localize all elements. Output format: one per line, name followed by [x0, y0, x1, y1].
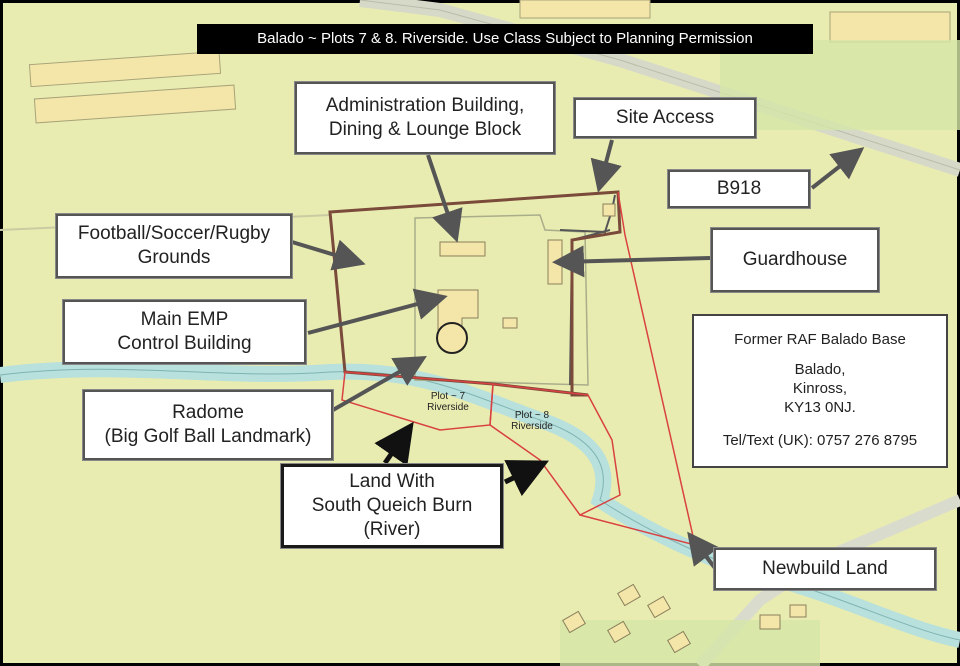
map-title: Balado ~ Plots 7 & 8. Riverside. Use Cla…: [197, 24, 813, 54]
newbuild-land-label: Newbuild Land: [714, 548, 936, 590]
site-name: Former RAF Balado Base: [734, 331, 906, 348]
river-land-label: Land With South Queich Burn (River): [281, 464, 503, 548]
site-address: Balado, Kinross, KY13 0NJ.: [784, 361, 856, 416]
emp-building-shape: [437, 289, 479, 331]
guardhouse-shape: [547, 239, 563, 285]
river-arrow-2: [503, 460, 549, 497]
admin-arrow: [426, 154, 463, 243]
plot8-label: Plot ~ 8 Riverside: [511, 410, 553, 432]
emp-arrow: [307, 288, 448, 335]
site-access-arrow: [590, 139, 622, 193]
guardhouse-arrow: [552, 245, 711, 278]
plot7-boundary: [341, 371, 494, 431]
football-grounds-label: Football/Soccer/Rugby Grounds: [56, 214, 292, 278]
football-arrow: [291, 239, 366, 271]
radome-circle: [436, 322, 468, 354]
admin-building-shape: [439, 241, 486, 257]
site-telephone: Tel/Text (UK): 0757 276 8795: [722, 432, 918, 449]
contact-info-box: Former RAF Balado Base Balado, Kinross, …: [692, 314, 948, 468]
emp-control-building-label: Main EMP Control Building: [63, 300, 306, 364]
radome-label: Radome (Big Golf Ball Landmark): [83, 390, 333, 460]
newbuild-arrow: [687, 531, 720, 574]
radome-arrow: [332, 356, 427, 412]
guardhouse-label: Guardhouse: [711, 228, 879, 292]
plot8-boundary: [489, 383, 621, 516]
admin-building-label: Administration Building, Dining & Lounge…: [295, 82, 555, 154]
b918-label: B918: [668, 170, 810, 208]
river-arrow-1: [374, 421, 414, 467]
plot7-label: Plot ~ 7 Riverside: [427, 391, 469, 413]
site-access-label: Site Access: [574, 98, 756, 138]
newbuild-boundary: [579, 191, 697, 547]
b918-arrow: [810, 147, 865, 190]
